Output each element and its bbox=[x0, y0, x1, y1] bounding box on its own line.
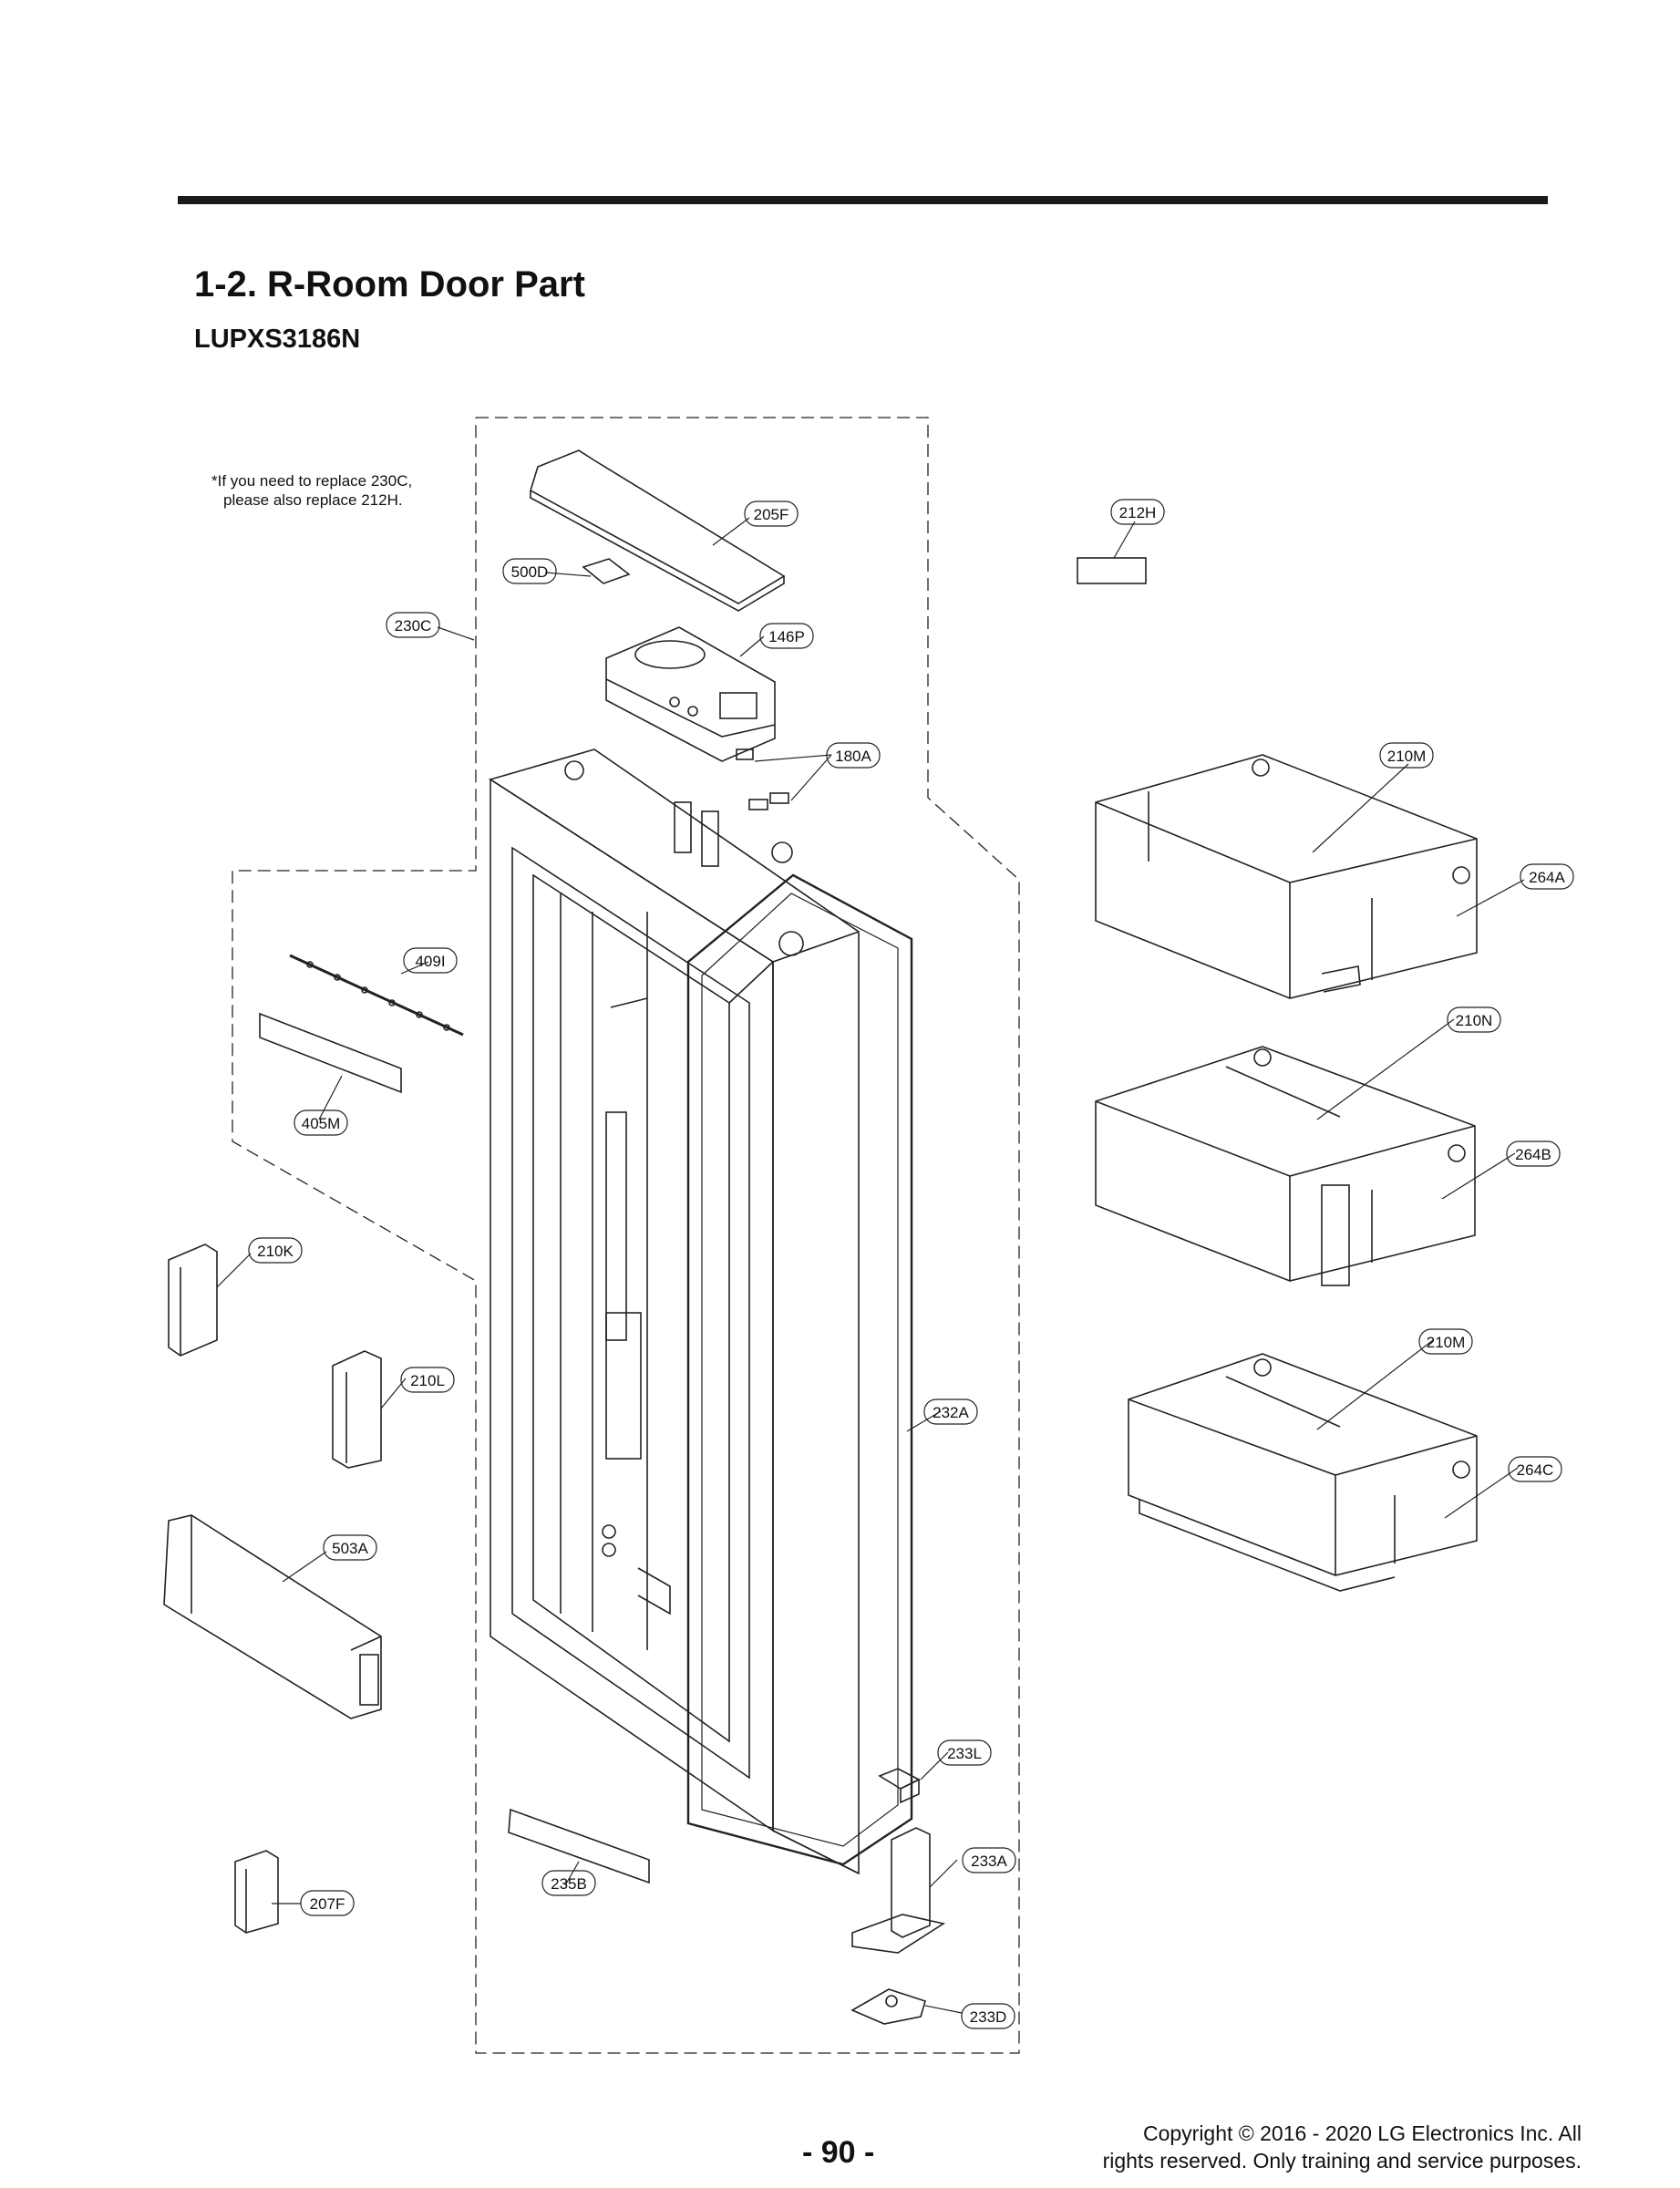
callout-210M-top: 210M bbox=[1387, 748, 1427, 765]
page-title: 1-2. R-Room Door Part bbox=[194, 264, 585, 304]
hinge-parts bbox=[850, 1768, 946, 2025]
hinge-cap-207F bbox=[234, 1850, 279, 1934]
callout-233A: 233A bbox=[971, 1853, 1007, 1870]
callout-210N: 210N bbox=[1456, 1012, 1493, 1029]
cover-210K bbox=[168, 1244, 218, 1357]
lens-405M bbox=[259, 1012, 402, 1094]
led-strip-409I bbox=[289, 954, 464, 1037]
callout-230C: 230C bbox=[395, 617, 432, 635]
callout-405M: 405M bbox=[302, 1115, 341, 1132]
copyright-notice: Copyright © 2016 - 2020 LG Electronics I… bbox=[1016, 2120, 1582, 2174]
callout-205F: 205F bbox=[754, 506, 789, 523]
assembly-boundary bbox=[232, 417, 1020, 2054]
parts-180A bbox=[736, 748, 789, 810]
callout-233D: 233D bbox=[970, 2008, 1007, 2026]
drawer-middle bbox=[1095, 1046, 1476, 1286]
callout-207F: 207F bbox=[310, 1895, 345, 1913]
callout-409I: 409I bbox=[415, 953, 445, 970]
callout-235B: 235B bbox=[551, 1875, 587, 1893]
callout-232A: 232A bbox=[933, 1404, 969, 1421]
callout-503A: 503A bbox=[332, 1540, 368, 1557]
header-rule bbox=[178, 196, 1548, 204]
callout-bubbles bbox=[248, 499, 1574, 2029]
part-212H bbox=[1077, 557, 1147, 584]
copyright-line-1: Copyright © 2016 - 2020 LG Electronics I… bbox=[1142, 2121, 1582, 2145]
callout-264B: 264B bbox=[1515, 1146, 1551, 1163]
callout-210L: 210L bbox=[410, 1372, 445, 1389]
door-frame bbox=[489, 748, 860, 1875]
strip-235B bbox=[508, 1808, 650, 1884]
callout-264C: 264C bbox=[1517, 1461, 1554, 1479]
cover-503A bbox=[163, 1514, 382, 1719]
replacement-note-line-1: *If you need to replace 230C, bbox=[211, 472, 412, 490]
drawer-top bbox=[1095, 754, 1478, 999]
leader-lines bbox=[216, 517, 1525, 2014]
callout-210M-bottom: 210M bbox=[1427, 1334, 1466, 1351]
cover-210L bbox=[332, 1350, 382, 1469]
copyright-line-2: rights reserved. Only training and servi… bbox=[1102, 2149, 1582, 2173]
page-number: - 90 - bbox=[802, 2135, 875, 2170]
callout-146P: 146P bbox=[768, 628, 805, 645]
cover-205F bbox=[530, 449, 786, 612]
callout-264A: 264A bbox=[1529, 869, 1565, 886]
callout-500D: 500D bbox=[511, 563, 549, 581]
callout-180A: 180A bbox=[835, 748, 871, 765]
callout-212H: 212H bbox=[1119, 504, 1157, 521]
callout-233L: 233L bbox=[947, 1745, 982, 1762]
callout-210K: 210K bbox=[257, 1243, 294, 1260]
pad-500D bbox=[582, 558, 631, 584]
module-146P bbox=[605, 626, 776, 762]
door-gasket bbox=[686, 873, 913, 1866]
model-number: LUPXS3186N bbox=[194, 325, 361, 354]
drawer-bottom bbox=[1128, 1353, 1478, 1592]
replacement-note-line-2: please also replace 212H. bbox=[223, 491, 403, 509]
